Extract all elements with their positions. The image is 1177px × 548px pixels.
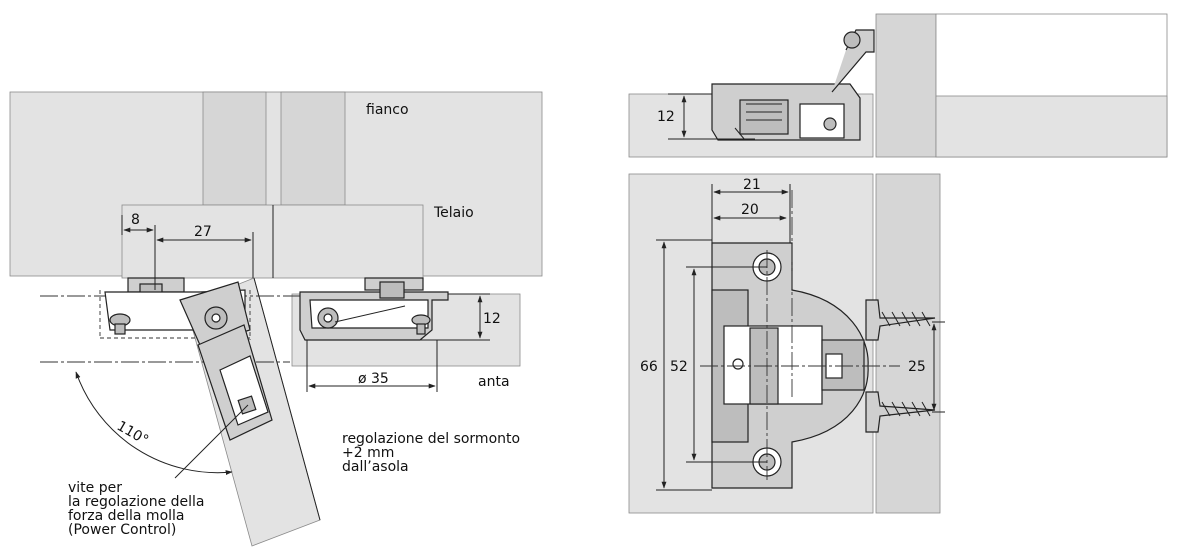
- top-side-panel: [875, 13, 937, 158]
- wood-screw-bottom: [865, 391, 936, 433]
- dim-25: 25: [908, 359, 926, 375]
- right-top-view: 12: [628, 13, 1168, 158]
- dim-20: 20: [741, 202, 759, 218]
- wood-screw-top: [865, 299, 936, 341]
- note-regolazione-sormonto: regolazione del sormonto +2 mm dall’asol…: [342, 431, 521, 475]
- dim-21: 21: [743, 177, 761, 193]
- left-hinge-view: fianco Telaio anta 8 27 12 ø 35 110°: [9, 91, 543, 547]
- dim-12-right: 12: [657, 109, 675, 125]
- hinge-closed: [299, 277, 449, 341]
- label-fianco: fianco: [366, 102, 409, 118]
- label-anta: anta: [478, 374, 510, 390]
- right-bottom-view: 21 20 66 52 25: [628, 173, 945, 514]
- hinge-open: [104, 277, 273, 441]
- fianco-post-left: [202, 91, 267, 206]
- note-vite-power-control: vite per la regolazione della forza dell…: [68, 480, 205, 538]
- dim-35: ø 35: [358, 371, 389, 387]
- dim-12-left: 12: [483, 311, 501, 327]
- fianco-post-right: [280, 91, 346, 206]
- dim-27: 27: [194, 224, 212, 240]
- dim-8: 8: [131, 212, 140, 228]
- angle-110: 110°: [114, 418, 151, 449]
- label-telaio: Telaio: [433, 205, 474, 221]
- dim-66: 66: [640, 359, 658, 375]
- dim-52: 52: [670, 359, 688, 375]
- bottom-side-panel: [875, 173, 941, 514]
